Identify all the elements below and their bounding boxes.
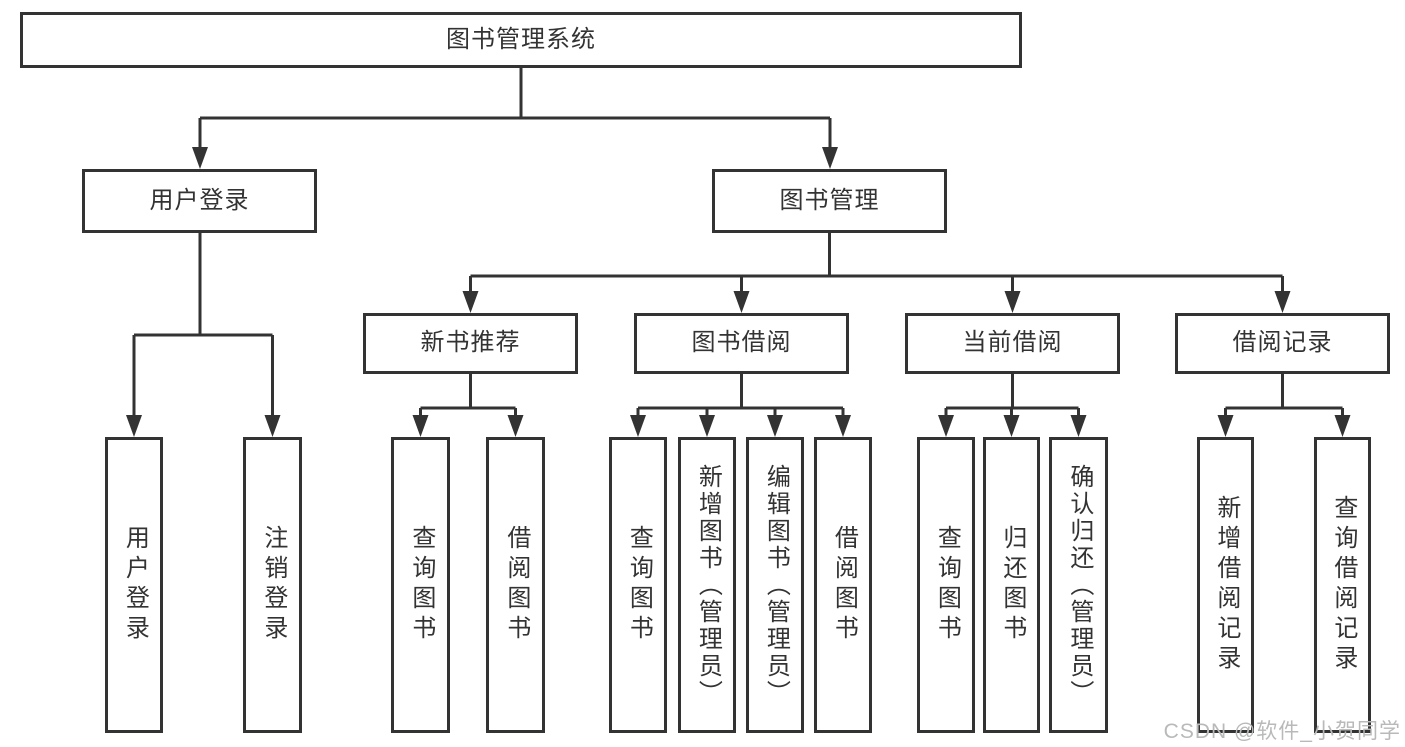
leaf-user-login: 用户登录 — [105, 437, 163, 733]
leaf-logout: 注销登录 — [243, 437, 302, 733]
arrow-down-icon — [733, 291, 750, 313]
arrow-down-icon — [835, 415, 851, 437]
arrow-down-icon — [507, 415, 524, 437]
leaf-return-book: 归还图书 — [983, 437, 1040, 733]
node-current-borrowing: 当前借阅 — [905, 313, 1120, 374]
arrow-down-icon — [1334, 415, 1351, 437]
edge-records-children — [1224, 374, 1344, 418]
arrow-down-icon — [412, 415, 429, 437]
arrow-down-icon — [822, 147, 838, 169]
edge-recommend-children — [419, 374, 517, 418]
node-book-management: 图书管理 — [712, 169, 947, 233]
leaf-borrow-books: 借阅图书 — [814, 437, 872, 733]
arrow-down-icon — [699, 415, 715, 437]
edge-book-mgmt-to-level3 — [469, 233, 1284, 294]
leaf-confirm-return-admin: 确认归还（管理员） — [1049, 437, 1108, 733]
node-new-book-recommendation: 新书推荐 — [363, 313, 578, 374]
leaf-query-books-recommend: 查询图书 — [391, 437, 450, 733]
edge-user-login-children — [132, 233, 274, 418]
leaf-borrow-books-recommend: 借阅图书 — [486, 437, 545, 733]
arrow-down-icon — [192, 147, 208, 169]
tree-edges — [132, 68, 1344, 418]
arrow-down-icon — [264, 415, 281, 437]
leaf-edit-book-admin: 编辑图书（管理员） — [746, 437, 804, 733]
arrow-down-icon — [1004, 291, 1021, 313]
arrow-down-icon — [630, 415, 646, 437]
arrow-down-icon — [1070, 415, 1087, 437]
node-library-management-system: 图书管理系统 — [20, 12, 1022, 68]
edge-current-children — [944, 374, 1080, 418]
edge-root-to-level2 — [198, 68, 832, 150]
arrow-down-icon — [767, 415, 783, 437]
leaf-query-books-borrowing: 查询图书 — [609, 437, 667, 733]
arrow-down-icon — [1003, 415, 1020, 437]
leaf-query-borrow-record: 查询借阅记录 — [1314, 437, 1371, 733]
leaf-add-book-admin: 新增图书（管理员） — [678, 437, 736, 733]
node-book-borrowing: 图书借阅 — [634, 313, 849, 374]
leaf-add-borrow-record: 新增借阅记录 — [1197, 437, 1254, 733]
arrow-down-icon — [938, 415, 954, 437]
csdn-watermark: CSDN @软件_小贺同学 — [1163, 720, 1401, 743]
leaf-query-books-current: 查询图书 — [917, 437, 975, 733]
arrow-down-icon — [1217, 415, 1234, 437]
node-borrowing-records: 借阅记录 — [1175, 313, 1390, 374]
edge-borrow-children — [636, 374, 845, 418]
arrow-down-icons — [126, 147, 1351, 437]
arrow-down-icon — [462, 291, 479, 313]
arrow-down-icon — [1274, 291, 1291, 313]
arrow-down-icon — [126, 415, 142, 437]
node-user-login: 用户登录 — [82, 169, 317, 233]
